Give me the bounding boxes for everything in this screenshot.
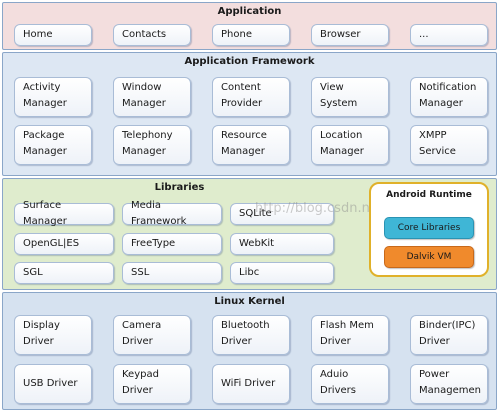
app-browser-box: Browser xyxy=(311,24,389,46)
kernel-binder-ipc-driver: Binder(IPC) Driver xyxy=(410,315,488,355)
framework-window-manager: Window Manager xyxy=(113,77,191,117)
kernel-camera-driver: Camera Driver xyxy=(113,315,191,355)
app-home-box: Home xyxy=(14,24,92,46)
kernel-usb-driver: USB Driver xyxy=(14,364,92,404)
app-more-box: ... xyxy=(410,24,488,46)
kernel-flash-mem-driver: Flash Mem Driver xyxy=(311,315,389,355)
kernel-display-driver: Display Driver xyxy=(14,315,92,355)
application-layer-title: Application xyxy=(217,6,282,17)
framework-package-manager: Package Manager xyxy=(14,125,92,165)
framework-xmpp-service: XMPP Service xyxy=(410,125,488,165)
app-contacts-box: Contacts xyxy=(113,24,191,46)
dalvik-vm-box: Dalvik VM xyxy=(384,246,474,268)
kernel-keypad-driver: Keypad Driver xyxy=(113,364,191,404)
lib-libc: Libc xyxy=(230,262,334,284)
app-phone-box: Phone xyxy=(212,24,290,46)
lib-media-framework: Media Framework xyxy=(122,200,222,227)
kernel-audio-drivers: Aduio Drivers xyxy=(311,364,389,404)
framework-telephony-manager: Telephony Manager xyxy=(113,125,191,165)
libraries-layer-title: Libraries xyxy=(154,182,205,193)
framework-content-provider: Content Provider xyxy=(212,77,290,117)
lib-ssl: SSL xyxy=(122,262,222,284)
android-runtime-title: Android Runtime xyxy=(386,190,472,200)
kernel-power-management: Power Managemen xyxy=(410,364,488,404)
framework-notification-manager: Notification Manager xyxy=(410,77,488,117)
lib-sqlite: SQLite xyxy=(230,203,334,225)
kernel-wifi-driver: WiFi Driver xyxy=(212,364,290,404)
lib-surface-manager: Surface Manager xyxy=(14,200,114,227)
kernel-layer-title: Linux Kernel xyxy=(214,296,285,307)
framework-resource-manager: Resource Manager xyxy=(212,125,290,165)
android-runtime-panel: Android Runtime Core Libraries Dalvik VM xyxy=(369,182,489,277)
kernel-bluetooth-driver: Bluetooth Driver xyxy=(212,315,290,355)
framework-activity-manager: Activity Manager xyxy=(14,77,92,117)
core-libraries-box: Core Libraries xyxy=(384,217,474,239)
lib-opengl-es: OpenGL|ES xyxy=(14,233,114,255)
lib-webkit: WebKit xyxy=(230,233,334,255)
lib-sgl: SGL xyxy=(14,262,114,284)
lib-freetype: FreeType xyxy=(122,233,222,255)
framework-view-system: View System xyxy=(311,77,389,117)
framework-location-manager: Location Manager xyxy=(311,125,389,165)
framework-layer-title: Application Framework xyxy=(184,56,315,67)
